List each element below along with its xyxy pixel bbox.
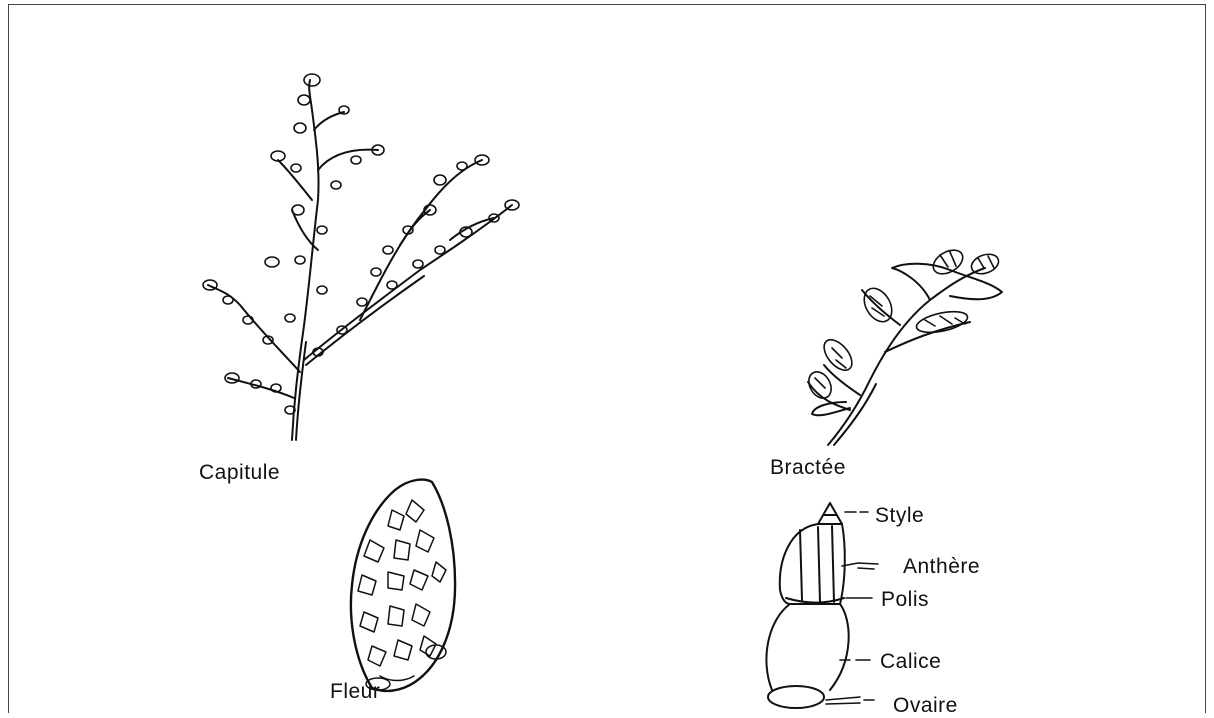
label-anthere: Anthère (903, 555, 980, 579)
bractee-drawing (804, 245, 1002, 445)
fleur-drawing (351, 480, 455, 691)
label-ovaire: Ovaire (893, 694, 958, 718)
label-bractee: Bractée (770, 456, 846, 480)
capitule-drawing (203, 74, 519, 440)
label-calice: Calice (880, 650, 941, 674)
label-capitule: Capitule (199, 461, 280, 485)
label-style: Style (875, 504, 924, 528)
label-polis: Polis (881, 588, 929, 612)
flower-anatomy-drawing (766, 503, 878, 708)
label-fleur: Fleur (330, 680, 380, 704)
